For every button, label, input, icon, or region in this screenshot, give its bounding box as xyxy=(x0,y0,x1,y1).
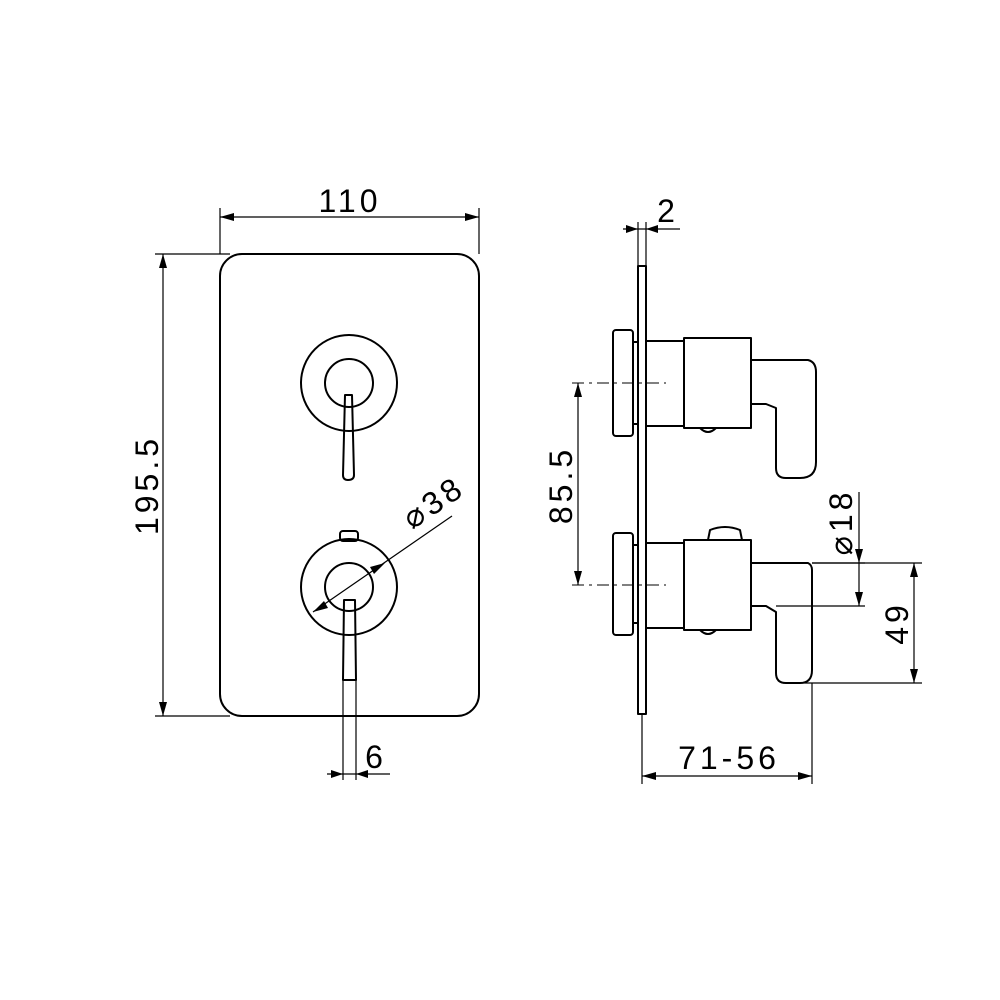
upper-side-assembly xyxy=(572,329,817,479)
dim-text-plate-height: 195.5 xyxy=(129,435,165,535)
dim-text-center-distance: 85.5 xyxy=(543,446,579,524)
lower-thermostat-knob xyxy=(300,530,398,681)
lower-side-assembly xyxy=(572,526,813,684)
cover-plate xyxy=(219,253,480,717)
svg-text:⌀18: ⌀18 xyxy=(823,489,859,556)
dim-lever-drop: 49 xyxy=(800,562,922,684)
svg-text:⌀38: ⌀38 xyxy=(396,469,472,536)
dim-spout-diameter: ⌀18 xyxy=(776,489,865,607)
dim-text-lever-drop: 49 xyxy=(879,601,915,645)
side-plate xyxy=(637,265,647,715)
dim-plate-height: 195.5 xyxy=(129,253,230,717)
dim-text-plate-thickness: 2 xyxy=(657,193,679,229)
upper-diverter-knob xyxy=(300,334,398,481)
side-view: 2 85.5 ⌀18 49 xyxy=(543,193,922,784)
dim-projection: 71-56 xyxy=(641,683,813,784)
front-view: 110 195.5 ⌀38 xyxy=(129,183,480,780)
dim-text-spout-diameter: 18 xyxy=(823,489,859,533)
dim-text-plate-width: 110 xyxy=(318,183,381,219)
dim-center-distance: 85.5 xyxy=(543,383,582,585)
dim-plate-width: 110 xyxy=(219,183,480,254)
dim-text-lever-width: 6 xyxy=(365,739,387,775)
dim-plate-thickness: 2 xyxy=(623,193,680,266)
dim-text-projection: 71-56 xyxy=(678,740,780,776)
dim-lever-width: 6 xyxy=(327,680,390,780)
diameter-symbol-side: ⌀ xyxy=(823,532,859,555)
